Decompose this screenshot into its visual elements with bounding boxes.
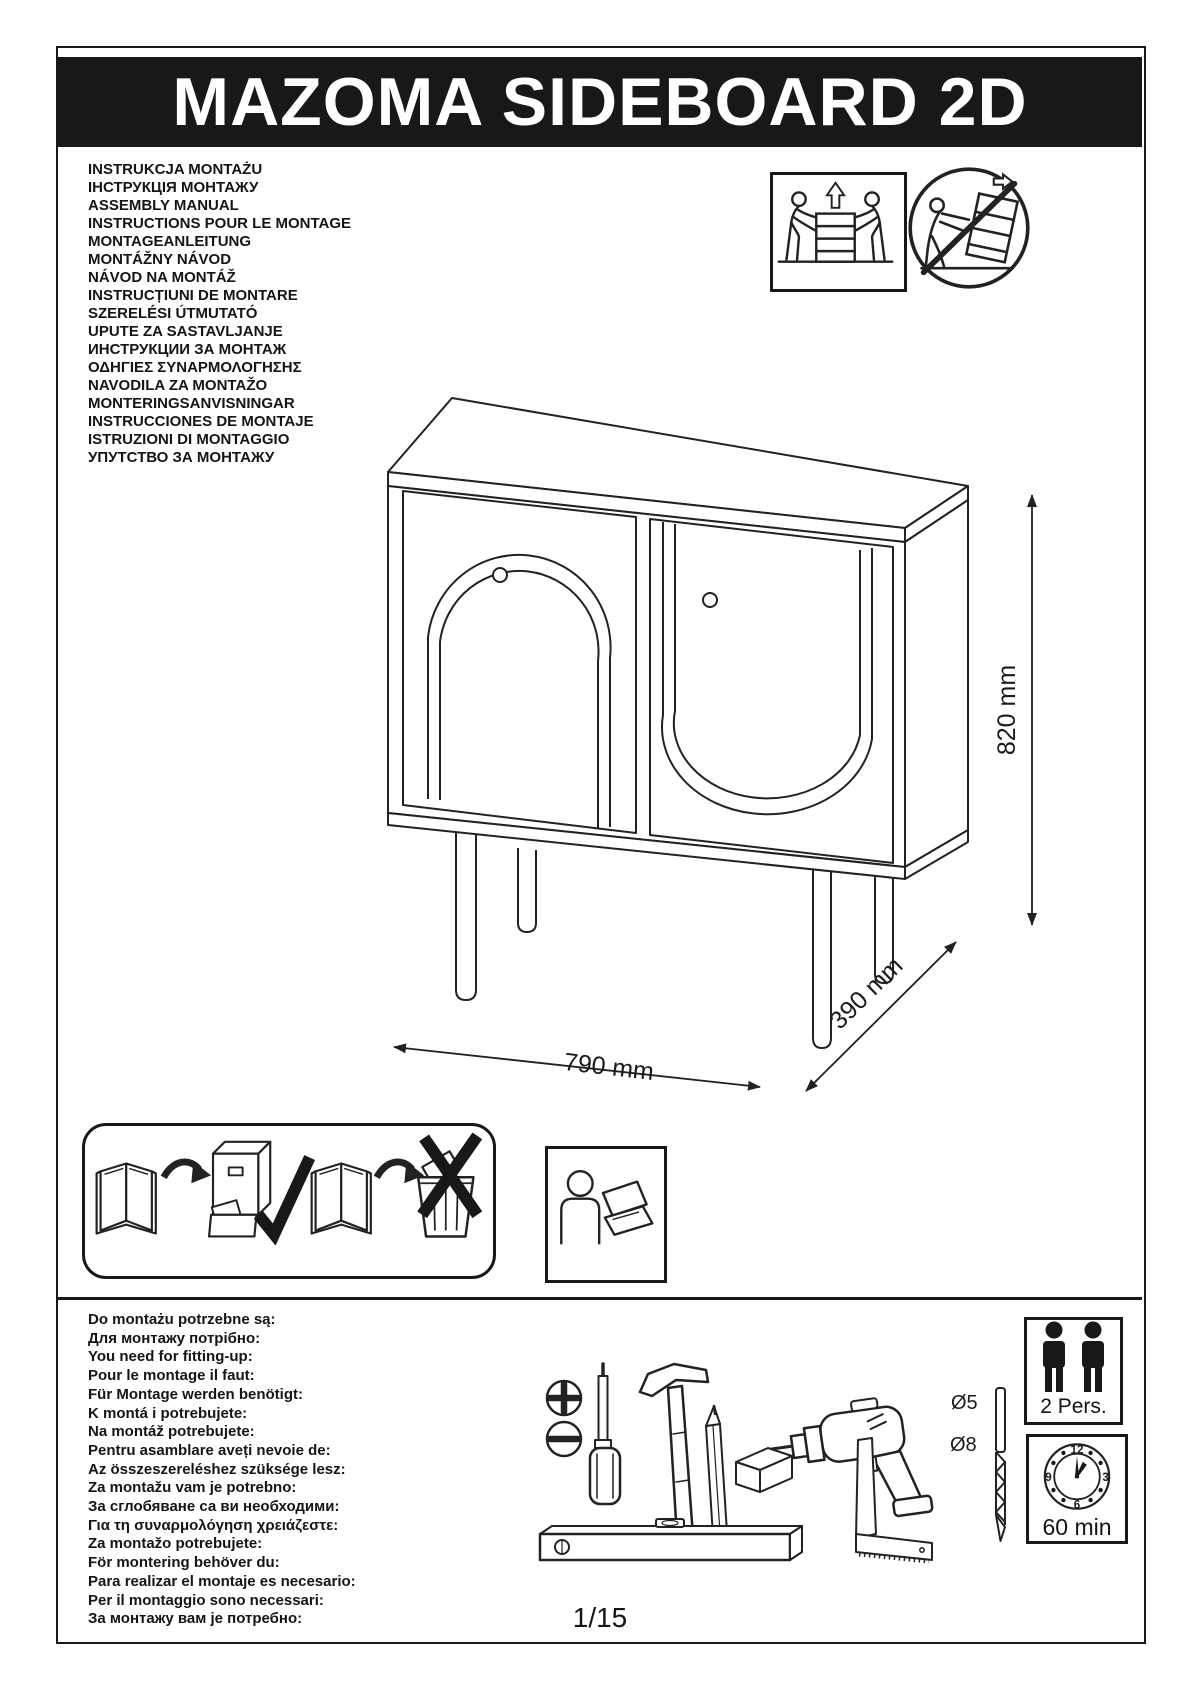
title-bar: MAZOMA SIDEBOARD 2D [58,57,1142,147]
dimension-width: 790 mm [562,1048,655,1086]
spirit-level-icon [538,1518,803,1562]
clock-number-12: 12 [1071,1443,1084,1456]
language-line: Für Montage werden benötigt: [88,1385,303,1403]
language-line: Pentru asamblare aveți nevoie de: [88,1441,331,1459]
language-line: NÁVOD NA MONTÁŽ [88,269,236,286]
person-laptop-icon [560,1170,654,1245]
do-not-drag-wrap [903,162,1035,294]
persons-count-label: 2 Pers. [1040,1395,1107,1418]
language-line: K montá i potrebujete: [88,1404,248,1422]
page-title: MAZOMA SIDEBOARD 2D [172,64,1028,140]
language-line: Do montażu potrzebne są: [88,1311,276,1328]
two-persons-icon [1043,1321,1104,1392]
dimension-height: 820 mm [993,665,1021,755]
drill-diameter-8-label: Ø8 [950,1434,977,1456]
language-line: Pour le montage il faut: [88,1367,255,1385]
language-line: SZERELÉSI ÚTMUTATÓ [88,305,258,322]
manual-care-icons [95,1132,483,1246]
language-line: ΟΔΗΓΙΕΣ ΣΥΝΑΡΜΟΛΟΓΗΣΗΣ [88,359,302,376]
assembly-time-label: 60 min [1042,1514,1112,1540]
language-line: УПУТСТВО ЗА МОНТАЖУ [88,449,275,466]
language-line: INSTRUCTIONS POUR LE MONTAGE [88,215,352,232]
clock-number-3: 3 [1102,1471,1109,1484]
curved-arrow-icon [373,1158,425,1184]
language-line: Az összeszereléshez szüksége lesz: [88,1460,346,1478]
sideboard-drawing: 820 mm 790 mm 390 mm [387,397,1037,1092]
language-line: MONTÁŽNY NÁVOD [88,251,232,268]
phillips-screw-icon [545,1379,583,1417]
language-line: ISTRUZIONI DI MONTAGGIO [88,431,290,448]
language-line: NAVODILA ZA MONTAŽO [88,377,268,394]
do-not-drag-icon [908,167,1030,289]
assembly-manual-language-list: INSTRUKCJA MONTAŻU ІНСТРУКЦІЯ МОНТАЖУ AS… [88,161,351,467]
two-persons-box: 2 Pers. [1024,1317,1123,1425]
language-line: För montering behöver du: [88,1554,280,1572]
language-line: ASSEMBLY MANUAL [88,197,239,214]
two-person-carry-box [770,172,907,292]
language-line: Na montáž potrebujete: [88,1423,255,1441]
page-number: 1/15 [572,1602,628,1633]
language-line: UPUTE ZA SASTAVLJANJE [88,323,283,340]
language-line: ІНСТРУКЦІЯ МОНТАЖУ [88,179,259,196]
slotted-screw-icon [545,1420,583,1458]
tools-illustration [538,1362,934,1564]
checkmark-icon [253,1155,316,1246]
language-line: MONTAGEANLEITUNG [88,233,252,250]
clock-icon: 12 3 6 9 [1043,1443,1111,1512]
cross-icon [417,1132,483,1219]
language-line: За монтажу вам је потребно: [88,1610,303,1628]
tools-needed-language-list: Do montażu potrzebne są: Для монтажу пот… [88,1311,356,1629]
language-line: INSTRUKCJA MONTAŻU [88,161,263,178]
language-line: You need for fitting-up: [88,1348,253,1366]
language-line: INSTRUCCIONES DE MONTAJE [88,413,314,430]
language-line: INSTRUCȚIUNI DE MONTARE [88,287,298,304]
language-line: Per il montaggio sono necessari: [88,1591,324,1609]
assembly-time-box: 12 3 6 9 60 min [1026,1434,1128,1544]
online-manual-box [545,1146,667,1283]
clock-number-9: 9 [1045,1471,1052,1484]
open-book-icon [95,1162,157,1235]
language-line: Para realizar el montaje es necesario: [88,1572,356,1590]
block-plane-icon [735,1447,793,1493]
clock-number-6: 6 [1074,1499,1081,1512]
language-line: Для монтажу потрібно: [88,1329,261,1347]
page-border [56,46,1146,1644]
language-line: Για τη συναρμολόγηση χρειάζεστε: [88,1516,339,1534]
cabinet-with-manual-icon [207,1140,272,1238]
screwdriver-icon [588,1362,622,1506]
drill-bit-icon [995,1387,1006,1542]
language-line: Za montažo potrebujete: [88,1535,263,1553]
language-line: Za montažu vam je potrebno: [88,1479,297,1497]
language-line: MONTERINGSANVISNINGAR [88,395,295,412]
manual-care-strip [82,1123,496,1279]
language-line: За сглобяване са ви необходими: [88,1498,340,1516]
two-person-carry-icon [777,181,894,263]
language-line: ИНСТРУКЦИИ ЗА МОНТАЖ [88,341,287,358]
open-book-icon [310,1162,372,1235]
drill-diameter-5-label: Ø5 [951,1392,978,1414]
dimension-depth: 390 mm [824,952,908,1035]
hammer-icon [638,1362,710,1556]
curved-arrow-icon [160,1158,212,1184]
carpenter-square-icon [855,1437,933,1564]
section-divider [58,1297,1142,1300]
